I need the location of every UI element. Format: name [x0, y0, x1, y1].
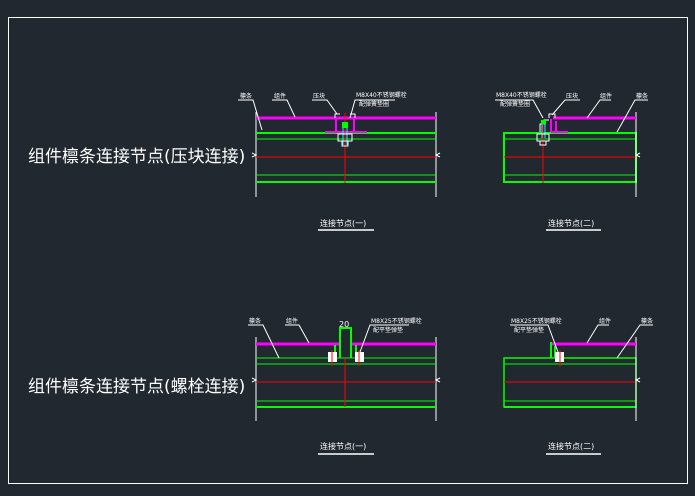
label-clamp: 压块	[313, 92, 325, 100]
label-purlin: 檩条	[641, 317, 653, 325]
detail-caption: 连接节点(二)	[548, 218, 594, 228]
label-module: 组件	[286, 317, 298, 325]
label-bolt: M8X40不锈钢螺栓	[496, 91, 547, 99]
label-bolt: M8X25不锈钢螺栓	[371, 317, 422, 325]
label-bolt: M8X40不锈钢螺栓	[356, 91, 407, 99]
label-purlin: 檩条	[240, 92, 252, 100]
label-washer: 配弹簧垫圈	[359, 100, 389, 108]
label-washer: 配平垫弹垫	[514, 326, 544, 334]
label-module: 组件	[600, 92, 612, 100]
label-bolt: M8X25不锈钢螺栓	[511, 317, 562, 325]
label-washer: 配弹簧垫圈	[500, 100, 530, 108]
label-washer: 配平垫弹垫	[373, 326, 403, 334]
label-module: 组件	[274, 92, 286, 100]
section-title-bolt: 组件檩条连接节点(螺栓连接)	[28, 377, 245, 397]
detail-clamp-2: M8X40不锈钢螺栓 配弹簧垫圈 压块 组件 檩条 连接节点(二)	[495, 91, 648, 231]
clamp-block	[342, 122, 348, 128]
detail-bolt-2: M8X25不锈钢螺栓 配平垫弹垫 组件 檩条 连接节点(二)	[503, 317, 653, 455]
detail-caption: 连接节点(一)	[320, 441, 366, 451]
label-module: 组件	[599, 317, 611, 325]
label-clamp: 压块	[566, 92, 578, 100]
dimension-label: 20	[339, 320, 349, 329]
detail-clamp-1: 檩条 组件 压块 M8X40不锈钢螺栓 配弹簧垫圈 连接节点(一)	[238, 91, 441, 231]
label-purlin: 檩条	[249, 317, 261, 325]
detail-caption: 连接节点(二)	[548, 441, 594, 451]
section-title-clamp: 组件檩条连接节点(压块连接)	[28, 147, 245, 167]
detail-bolt-1: 20 檩条 组件 M8X25不锈钢螺栓 配平垫弹垫 连接节点(一)	[248, 317, 441, 455]
detail-caption: 连接节点(一)	[320, 218, 366, 228]
label-purlin: 檩条	[636, 92, 648, 100]
drawing-frame	[8, 17, 688, 484]
